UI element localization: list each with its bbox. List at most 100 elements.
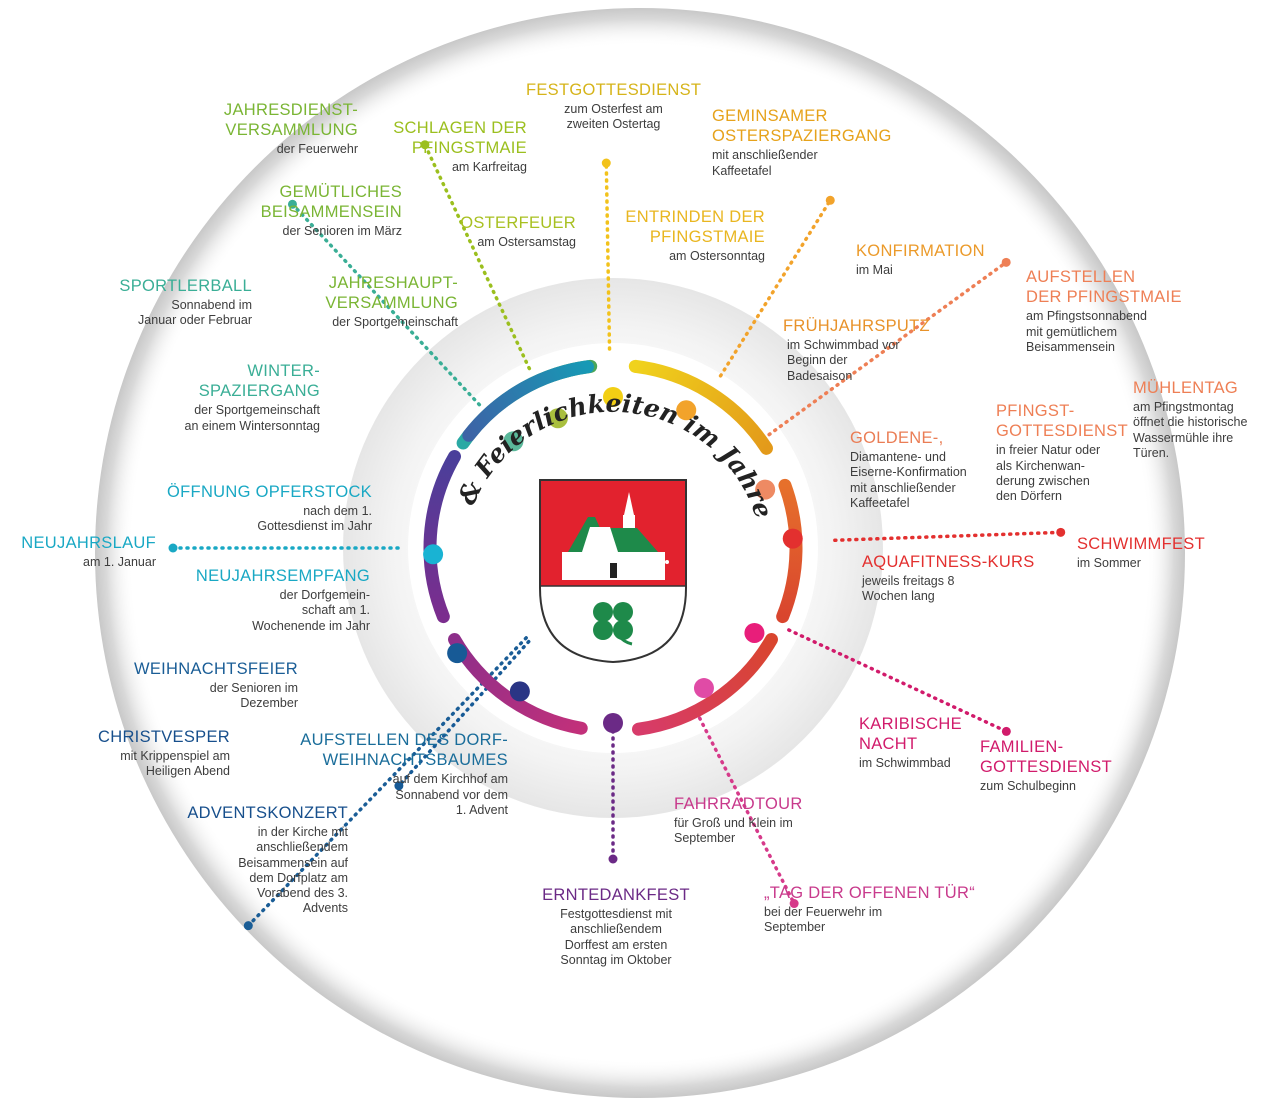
leader-line — [833, 530, 1063, 543]
event-subtitle: am Ostersonntag — [669, 249, 765, 264]
label-aufstellen-weihnachtsbaum: AUFSTELLEN DES DORF- WEIHNACHTSBAUMES au… — [292, 730, 508, 818]
event-subtitle: am Karfreitag — [451, 160, 527, 175]
event-title: ENTRINDEN DER PFINGSTMAIE — [625, 208, 765, 247]
label-tag-der-offenen-tuer: „TAG DER OFFENEN TÜR“ bei der Feuerwehr … — [764, 883, 975, 936]
leader-end-dot — [168, 543, 178, 553]
label-geminsamer-osterspaziergang: GEMINSAMER OSTERSPAZIERGANG mit anschlie… — [712, 106, 892, 179]
event-subtitle: im Schwimmbad — [859, 756, 951, 771]
event-title: „TAG DER OFFENEN TÜR“ — [764, 884, 976, 902]
event-subtitle: zum Osterfest am zweiten Ostertag — [564, 102, 663, 132]
event-subtitle: der Sportgemeinschaft — [332, 315, 458, 330]
leader-end-dot — [825, 195, 835, 205]
event-subtitle: im Schwimmbad vor Beginn der Badesaison — [787, 338, 900, 383]
event-node — [744, 622, 765, 643]
label-familiengottesdienst: FAMILIEN- GOTTESDIENST zum Schulbeginn — [980, 737, 1112, 795]
label-gemuetliches-beisammensein: GEMÜTLICHES BEISAMMENSEIN der Senioren i… — [248, 182, 402, 240]
leader-line — [718, 198, 833, 378]
event-title: ADVENTSKONZERT — [187, 804, 348, 822]
event-title: PFINGST- GOTTESDIENST — [996, 402, 1128, 441]
event-node — [509, 681, 530, 702]
event-title: WINTER- SPAZIERGANG — [198, 362, 320, 401]
leader-line — [397, 639, 531, 788]
leader-end-dot — [1001, 257, 1011, 267]
event-subtitle: der Dorfgemein- schaft am 1. Wochenende … — [252, 588, 370, 633]
event-title: GEMÜTLICHES BEISAMMENSEIN — [260, 183, 402, 222]
label-christvesper: CHRISTVESPER mit Krippenspiel am Heilige… — [94, 727, 230, 780]
event-title: FAMILIEN- GOTTESDIENST — [980, 738, 1112, 777]
label-konfirmation: KONFIRMATION im Mai — [856, 241, 985, 278]
label-erntedankfest: ERNTEDANKFEST Festgottesdienst mit ansch… — [531, 885, 701, 968]
leader-line — [423, 142, 532, 371]
label-sportlerball: SPORTLERBALL Sonnabend im Januar oder Fe… — [104, 276, 252, 329]
event-title: MÜHLENTAG — [1133, 379, 1239, 397]
event-node — [782, 528, 803, 549]
church-icon — [562, 492, 669, 580]
event-title: GOLDENE-, — [850, 429, 944, 447]
label-neujahrsempfang: NEUJAHRSEMPFANG der Dorfgemein- schaft a… — [190, 566, 370, 634]
leader-end-dot — [420, 140, 430, 150]
label-weihnachtsfeier: WEIHNACHTSFEIER der Senioren im Dezember — [128, 659, 298, 712]
label-fruehjahrsputz: FRÜHJAHRSPUTZ im Schwimmbad vor Beginn d… — [783, 316, 930, 384]
event-title: OSTERFEUER — [460, 214, 576, 232]
event-node — [603, 713, 623, 733]
event-title: NEUJAHRSEMPFANG — [195, 567, 370, 585]
event-title: NEUJAHRSLAUF — [21, 534, 156, 552]
event-node — [676, 400, 697, 421]
label-festgottesdienst: FESTGOTTESDIENST zum Osterfest am zweite… — [526, 80, 701, 133]
event-subtitle: bei der Feuerwehr im September — [764, 905, 883, 935]
arc-segment — [776, 478, 803, 624]
label-karibische-nacht: KARIBISCHE NACHT im Schwimmbad — [859, 714, 962, 772]
label-muehlentag: MÜHLENTAG am Pfingstmontag öffnet die hi… — [1133, 378, 1247, 461]
label-aquafitness: AQUAFITNESS-KURS jeweils freitags 8 Woch… — [862, 552, 1035, 605]
event-subtitle: am 1. Januar — [83, 555, 156, 570]
label-entrinden-pfingstmaie: ENTRINDEN DER PFINGSTMAIE am Ostersonnta… — [600, 207, 765, 265]
label-oeffnung-opferstock: ÖFFNUNG OPFERSTOCK nach dem 1. Gottesdie… — [166, 482, 372, 535]
event-nodes — [423, 387, 803, 733]
event-subtitle: Sonnabend im Januar oder Februar — [138, 298, 252, 328]
event-title: SCHLAGEN DER PFINGSTMAIE — [393, 119, 527, 158]
label-pfingstgottesdienst: PFINGST- GOTTESDIENST in freier Natur od… — [996, 401, 1128, 504]
event-subtitle: auf dem Kirchhof am Sonnabend vor dem 1.… — [392, 772, 508, 817]
event-node — [503, 431, 524, 452]
event-subtitle: mit Krippenspiel am Heiligen Abend — [120, 749, 230, 779]
arc-segment — [628, 359, 773, 455]
event-subtitle: der Sportgemeinschaft an einem Winterson… — [184, 403, 321, 433]
event-title: ÖFFNUNG OPFERSTOCK — [167, 483, 372, 501]
leader-end-dot — [608, 854, 618, 864]
event-subtitle: der Senioren im März — [282, 224, 403, 239]
event-title: KARIBISCHE NACHT — [859, 715, 962, 754]
event-subtitle: im Sommer — [1077, 556, 1141, 571]
label-fahrradtour: FAHRRADTOUR für Groß und Klein im Septem… — [674, 794, 803, 847]
event-title: FRÜHJAHRSPUTZ — [783, 317, 930, 335]
label-osterfeuer: OSTERFEUER am Ostersamstag — [440, 213, 576, 250]
leader-end-dot — [243, 921, 253, 931]
leader-end-dot — [287, 199, 297, 209]
event-title: AUFSTELLEN DER PFINGSTMAIE — [1026, 268, 1182, 307]
leader-end-dot — [1001, 726, 1011, 736]
event-title: AUFSTELLEN DES DORF- WEIHNACHTSBAUMES — [300, 731, 508, 770]
label-aufstellen-pfingstmaie: AUFSTELLEN DER PFINGSTMAIE am Pfingstson… — [1026, 267, 1182, 355]
event-title: FESTGOTTESDIENST — [526, 81, 702, 99]
event-node — [693, 678, 714, 699]
leader-line — [604, 161, 612, 351]
label-goldene-konfirmation: GOLDENE-, Diamantene- und Eiserne-Konfir… — [850, 428, 967, 511]
leader-line — [787, 628, 1009, 734]
leader-end-dot — [789, 899, 799, 909]
event-subtitle: der Senioren im Dezember — [209, 681, 298, 711]
event-title: WEIHNACHTSFEIER — [133, 660, 298, 678]
event-title: SCHWIMMFEST — [1077, 535, 1205, 553]
event-subtitle: im Mai — [856, 263, 893, 278]
leader-line — [767, 260, 1008, 437]
event-title: FAHRRADTOUR — [674, 795, 803, 813]
leader-end-dot — [1056, 527, 1066, 537]
event-subtitle: am Pfingstsonnabend mit gemütlichem Beis… — [1026, 309, 1147, 354]
event-title: CHRISTVESPER — [98, 728, 230, 746]
label-jahreshauptversammlung: JAHRESHAUPT- VERSAMMLUNG der Sportgemein… — [296, 273, 458, 331]
event-subtitle: in der Kirche mit anschließendem Beisamm… — [238, 825, 348, 916]
event-subtitle: in freier Natur oder als Kirchenwan- der… — [996, 443, 1101, 503]
event-title: KONFIRMATION — [856, 242, 985, 260]
event-subtitle: am Pfingstmontag öffnet die historische … — [1133, 400, 1248, 460]
leader-lines — [168, 140, 1066, 931]
event-subtitle: zum Schulbeginn — [980, 779, 1076, 794]
